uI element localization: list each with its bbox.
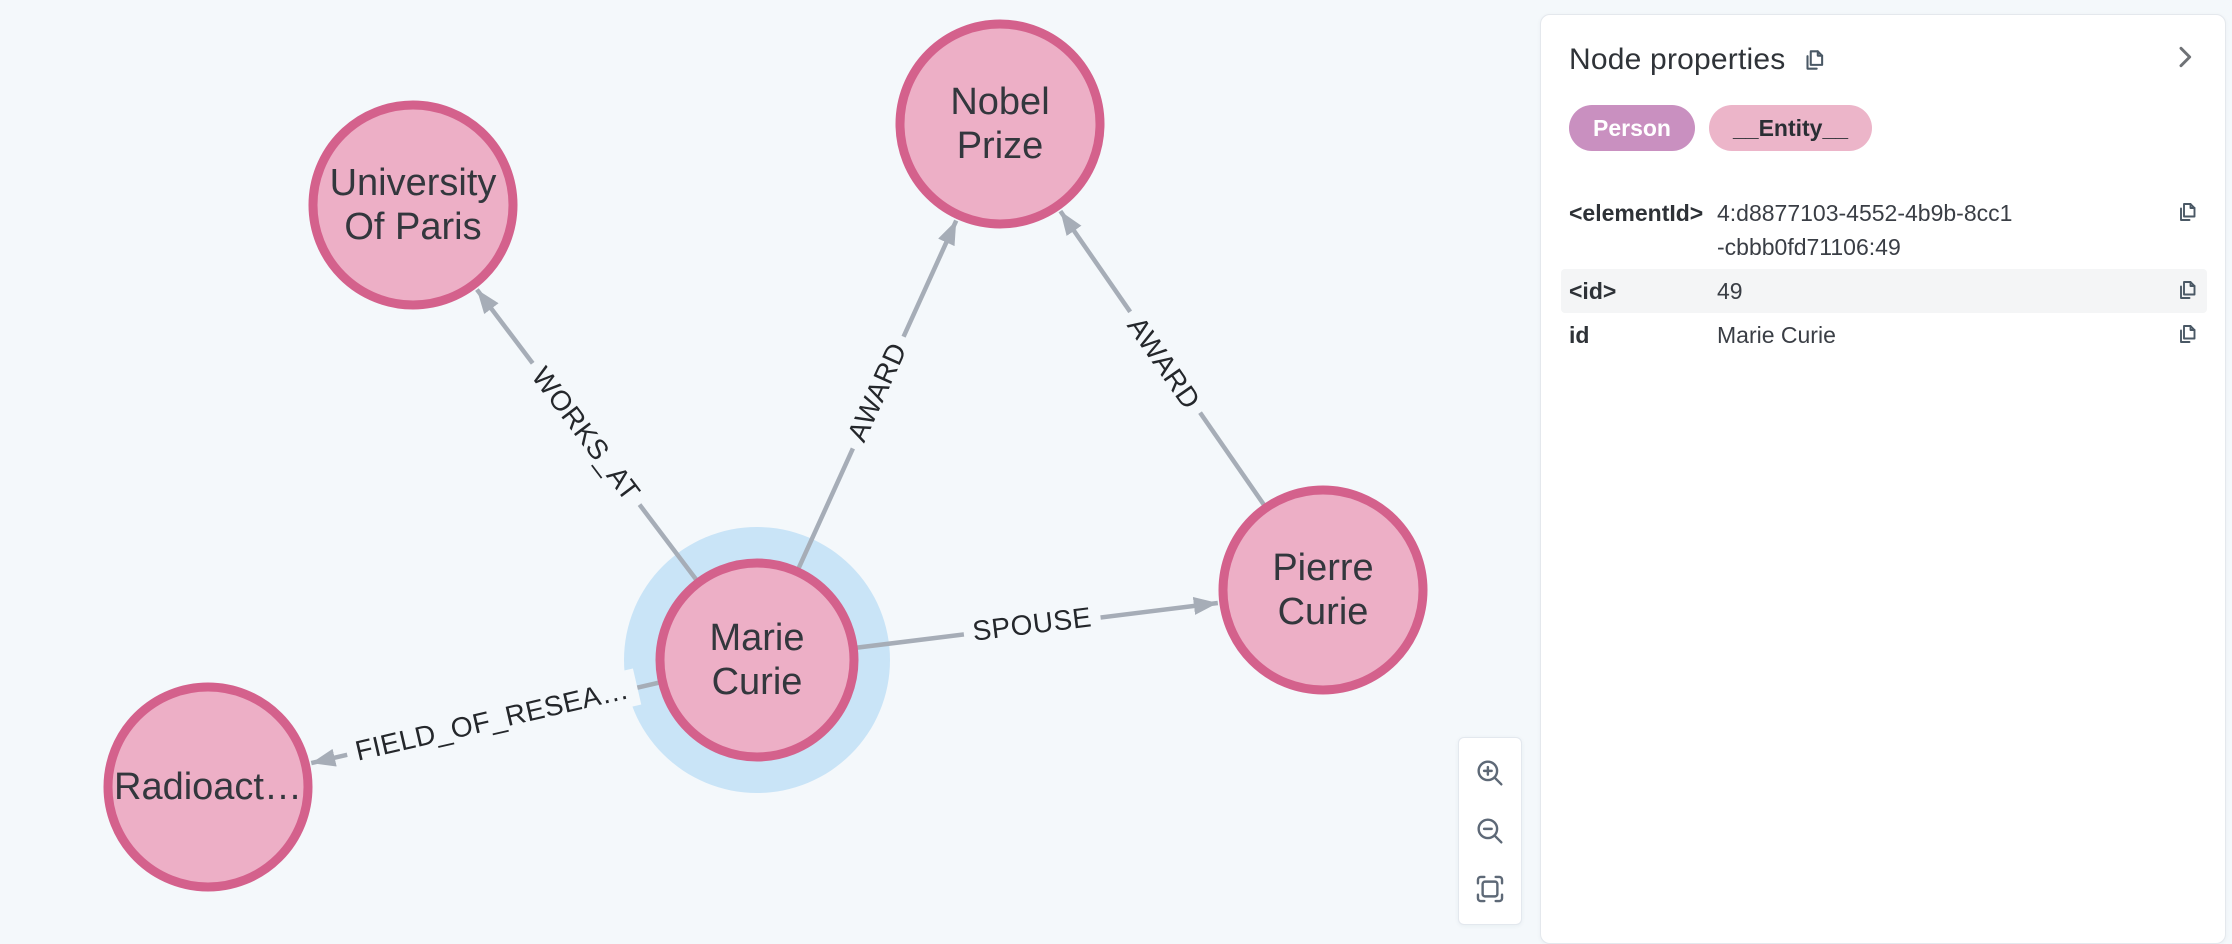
zoom-out-icon xyxy=(1477,818,1503,844)
property-row: <elementId> 4:d8877103-4552-4b9b-8cc1-cbb… xyxy=(1561,191,2207,269)
copy-icon xyxy=(2180,325,2196,343)
copy-property-button[interactable] xyxy=(2175,200,2199,224)
property-row: id Marie Curie xyxy=(1561,313,2207,357)
zoom-in-button[interactable] xyxy=(1467,750,1513,796)
node-label-badge[interactable]: Person xyxy=(1569,105,1695,151)
zoom-to-fit-button[interactable] xyxy=(1467,866,1513,912)
node-circle[interactable] xyxy=(1218,485,1428,695)
zoom-out-button[interactable] xyxy=(1467,808,1513,854)
graph-node-radioactivity[interactable]: Radioact… xyxy=(103,682,313,892)
property-key: <elementId> xyxy=(1569,200,1704,226)
node-circle[interactable] xyxy=(895,19,1105,229)
copy-icon xyxy=(1806,50,1824,70)
property-key: id xyxy=(1569,322,1590,348)
property-value: 4:d8877103-4552-4b9b-8cc1-cbbb0fd71106:4… xyxy=(1717,200,2013,260)
edge-label-background xyxy=(961,597,1103,651)
copy-icon xyxy=(2180,281,2196,299)
copy-property-button[interactable] xyxy=(2175,278,2199,302)
property-value: 49 xyxy=(1717,278,1743,304)
node-circle[interactable] xyxy=(308,100,518,310)
edge-label-background xyxy=(834,328,920,456)
edge-label-group: AWARD xyxy=(834,328,920,456)
edge-label-background xyxy=(517,352,655,516)
node-circle[interactable] xyxy=(103,682,313,892)
zoom-to-fit-icon xyxy=(1476,875,1504,903)
edge-label[interactable]: FIELD_OF_RESEA… xyxy=(352,673,632,766)
edge-label-group: FIELD_OF_RESEA… xyxy=(342,668,642,772)
node-labels: Person __Entity__ xyxy=(1569,105,2199,151)
property-key: <id> xyxy=(1569,278,1617,304)
edge-label-background xyxy=(1113,302,1215,424)
edge-label-group: WORKS_AT xyxy=(517,352,655,516)
edge-label-group: SPOUSE xyxy=(961,597,1103,651)
property-value: Marie Curie xyxy=(1717,322,1836,348)
node-circle[interactable] xyxy=(655,558,859,762)
edge-label-group: AWARD xyxy=(1113,302,1215,424)
zoom-controls xyxy=(1458,737,1522,925)
edge-label[interactable]: AWARD xyxy=(1121,311,1206,415)
zoom-in-icon xyxy=(1477,760,1503,786)
panel-header: Node properties xyxy=(1569,43,2199,77)
properties-table: <elementId> 4:d8877103-4552-4b9b-8cc1-cbb… xyxy=(1561,191,2207,357)
node-label-badge[interactable]: __Entity__ xyxy=(1708,105,1873,151)
collapse-panel-button[interactable] xyxy=(2169,41,2201,73)
panel-title: Node properties xyxy=(1569,43,1786,76)
node-properties-panel: Node properties Person __Entity__ <elemen… xyxy=(1540,14,2226,944)
edge-label-background xyxy=(342,668,642,772)
edge-label[interactable]: WORKS_AT xyxy=(526,361,647,507)
copy-all-properties-button[interactable] xyxy=(1801,47,1827,73)
copy-property-button[interactable] xyxy=(2175,322,2199,346)
chevron-right-icon xyxy=(2179,46,2192,68)
property-row: <id> 49 xyxy=(1561,269,2207,313)
copy-icon xyxy=(2180,203,2196,221)
